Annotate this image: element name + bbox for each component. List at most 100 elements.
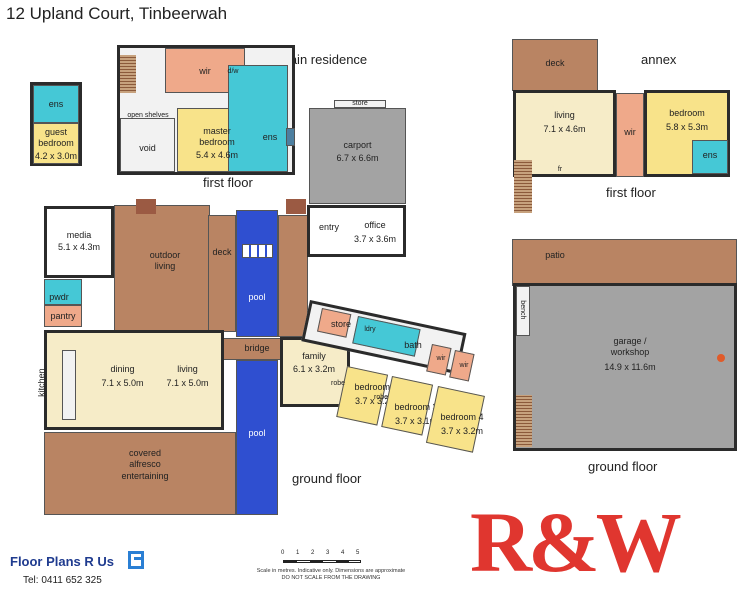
scale-tick-4: 4 xyxy=(341,550,345,556)
bedroom-3-dimensions: 3.7 x 3.1m xyxy=(394,416,438,426)
master-ensuite xyxy=(228,65,288,172)
media-label: media xyxy=(66,230,92,240)
garage-workshop xyxy=(513,283,737,451)
annex-living-label: living xyxy=(554,110,575,120)
bedroom-3-label: bedroom 3 xyxy=(394,402,438,412)
agency-logo: R&W xyxy=(470,494,682,590)
garage-stair xyxy=(516,395,532,447)
family-dimensions: 6.1 x 3.2m xyxy=(292,364,336,374)
scale-bar: 0 1 2 3 4 5 xyxy=(281,550,361,564)
page-title: 12 Upland Court, Tinbeerwah xyxy=(6,4,228,23)
company-name: Floor Plans R Us xyxy=(10,554,115,569)
bench-label: bench xyxy=(518,300,526,320)
annex-bedroom-label: bedroom xyxy=(669,108,705,118)
bath-label: bath xyxy=(404,340,422,350)
carport-label: carport xyxy=(343,140,372,150)
fr-label: fr xyxy=(557,166,563,173)
annex-wir xyxy=(616,93,644,177)
first-floor-stair xyxy=(120,55,136,93)
scale-tick-0: 0 xyxy=(281,550,285,556)
dining-dimensions: 7.1 x 5.0m xyxy=(101,378,144,388)
master-bedroom-dimensions: 5.4 x 4.6m xyxy=(195,150,239,160)
patio-label: patio xyxy=(545,250,565,260)
annex-heading: annex xyxy=(641,52,677,67)
annex-ens-label: ens xyxy=(702,150,718,160)
first-floor-annex-heading: first floor xyxy=(606,185,656,200)
patio xyxy=(512,239,737,286)
guest-bedroom-dimensions: 4.2 x 3.0m xyxy=(34,151,78,161)
annex-deck-label: deck xyxy=(545,58,565,68)
seat xyxy=(286,128,295,146)
covered-alfresco-label: covered alfresco entertaining xyxy=(121,448,169,481)
garage-dimensions: 14.9 x 11.6m xyxy=(604,362,656,372)
annex-ensuite xyxy=(692,140,728,174)
pillar-a xyxy=(136,199,156,214)
deck-main xyxy=(208,215,236,332)
ground-floor-main-heading: ground floor xyxy=(292,471,362,486)
master-bedroom-label: master bedroom xyxy=(199,126,235,148)
void-label: void xyxy=(139,143,156,153)
outdoor-living xyxy=(114,205,210,332)
living-label: living xyxy=(177,364,198,374)
carport xyxy=(309,108,406,204)
kitchen-label: kitchen xyxy=(36,368,47,397)
scale-tick-2: 2 xyxy=(311,550,315,556)
scale-tick-1: 1 xyxy=(296,550,300,556)
dw-label: d/w xyxy=(227,68,239,75)
pool-upper-label: pool xyxy=(248,292,266,302)
guest-bedroom xyxy=(33,123,79,164)
master-bedroom xyxy=(177,108,229,172)
annex-stair xyxy=(514,160,532,213)
pwdr-label: pwdr xyxy=(49,292,69,302)
first-floor-main-heading: first floor xyxy=(203,175,253,190)
scale-bar-graphic xyxy=(283,560,361,563)
bench xyxy=(516,286,530,336)
office-label: office xyxy=(364,220,386,230)
scale-note-line-2: DO NOT SCALE FROM THE DRAWING xyxy=(281,574,381,581)
wir-main-label: wir xyxy=(199,66,211,76)
entry-office-outline xyxy=(307,205,406,257)
kitchen-island xyxy=(62,350,76,420)
garage-label: garage / workshop xyxy=(610,336,650,358)
bridge-label: bridge xyxy=(244,343,270,353)
bedroom-4-dimensions: 3.7 x 3.2m xyxy=(440,426,484,436)
robe-a-label: robe xyxy=(330,380,345,387)
powder-room xyxy=(44,279,82,305)
family-label: family xyxy=(302,351,326,361)
deck-main-label: deck xyxy=(212,247,232,257)
annex-living-dimensions: 7.1 x 4.6m xyxy=(543,124,586,134)
ground-floor-annex-heading: ground floor xyxy=(588,459,658,474)
telephone: Tel: 0411 652 325 xyxy=(23,575,102,586)
scale-note-line-1: Scale in metres. Indicative only. Dimens… xyxy=(256,568,406,574)
store-ground-label: store xyxy=(330,319,351,329)
pantry-label: pantry xyxy=(50,311,76,321)
carport-dimensions: 6.7 x 6.6m xyxy=(336,153,379,163)
annex-bedroom-dimensions: 5.8 x 5.3m xyxy=(665,122,709,132)
guest-bedroom-label: guest bedroom xyxy=(38,127,74,149)
pool-steps xyxy=(242,244,273,258)
guest-ensuite xyxy=(33,85,79,123)
ldry-label: ldry xyxy=(364,326,376,333)
bedroom-2-label: bedroom 2 xyxy=(354,382,398,392)
company-logo-graphic xyxy=(128,551,144,569)
pool-lower xyxy=(236,360,278,515)
ens-main-label: ens xyxy=(262,132,278,142)
guest-ens-label: ens xyxy=(48,99,64,109)
void xyxy=(120,118,175,172)
bedroom-2-dimensions: 3.7 x 3.2m xyxy=(354,396,398,406)
annex-wir-label: wir xyxy=(624,127,636,137)
media-dimensions: 5.1 x 4.3m xyxy=(57,242,101,252)
bedroom-4-label: bedroom 4 xyxy=(440,412,484,422)
carport-store xyxy=(334,100,386,108)
pillar-b xyxy=(286,199,306,214)
pool-lower-label: pool xyxy=(248,428,266,438)
scale-tick-3: 3 xyxy=(326,550,330,556)
scale-tick-5: 5 xyxy=(356,550,360,556)
scale-note: Scale in metres. Indicative only. Dimens… xyxy=(248,568,414,581)
carport-store-label: store xyxy=(352,100,368,107)
wir-a-label: wir xyxy=(436,355,446,362)
entry-label: entry xyxy=(318,222,339,232)
garage-marker xyxy=(717,354,725,362)
main-residence-heading: main residence xyxy=(279,52,368,67)
pantry xyxy=(44,305,82,327)
